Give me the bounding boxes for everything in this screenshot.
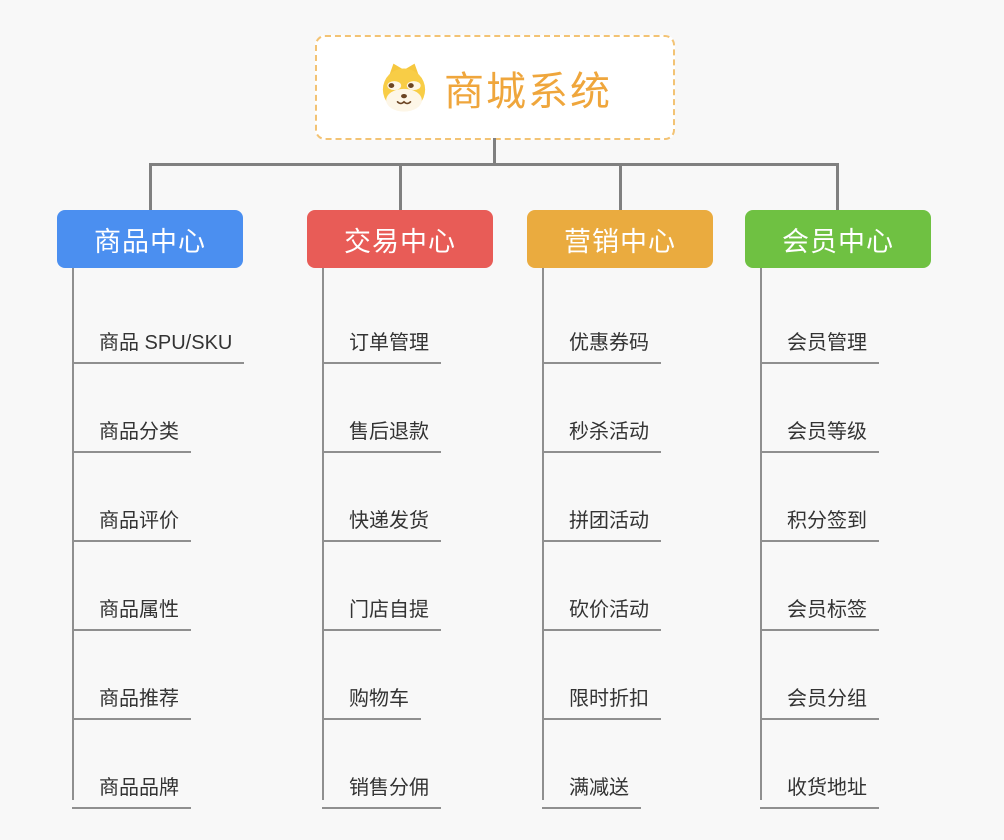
root-node-mall-system[interactable]: 商城系统 <box>315 35 675 140</box>
leaf-node[interactable]: 购物车 <box>322 669 421 720</box>
leaf-node[interactable]: 积分签到 <box>760 491 879 542</box>
leaf-node[interactable]: 限时折扣 <box>542 669 661 720</box>
connector-column-trunk <box>760 268 762 800</box>
leaf-node[interactable]: 收货地址 <box>760 758 879 809</box>
connector-column-trunk <box>322 268 324 800</box>
leaf-node[interactable]: 订单管理 <box>322 313 441 364</box>
connector-column-trunk <box>542 268 544 800</box>
leaf-node[interactable]: 商品 SPU/SKU <box>72 313 245 364</box>
shiba-dog-icon <box>382 63 426 112</box>
connector-column-trunk <box>72 268 74 800</box>
connector-drop-members <box>836 163 839 211</box>
leaf-node[interactable]: 优惠券码 <box>542 313 661 364</box>
leaf-node[interactable]: 会员管理 <box>760 313 879 364</box>
branch-node-marketing-center[interactable]: 营销中心 <box>527 210 713 268</box>
leaf-node[interactable]: 满减送 <box>542 758 641 809</box>
branch-column-trade-center: 订单管理 售后退款 快递发货 门店自提 购物车 销售分佣 <box>322 268 552 809</box>
leaf-node[interactable]: 商品属性 <box>72 580 191 631</box>
leaf-node[interactable]: 商品评价 <box>72 491 191 542</box>
leaf-node[interactable]: 会员等级 <box>760 402 879 453</box>
connector-horizontal-bus <box>149 163 839 166</box>
root-node-title: 商城系统 <box>444 69 612 114</box>
leaf-node[interactable]: 销售分佣 <box>322 758 441 809</box>
leaf-node[interactable]: 门店自提 <box>322 580 441 631</box>
leaf-node[interactable]: 会员标签 <box>760 580 879 631</box>
leaf-node[interactable]: 商品分类 <box>72 402 191 453</box>
connector-root-trunk <box>493 138 496 164</box>
leaf-node[interactable]: 砍价活动 <box>542 580 661 631</box>
leaf-node[interactable]: 会员分组 <box>760 669 879 720</box>
branch-node-member-center[interactable]: 会员中心 <box>745 210 931 268</box>
connector-drop-trade <box>399 163 402 211</box>
leaf-node[interactable]: 拼团活动 <box>542 491 661 542</box>
branch-column-marketing-center: 优惠券码 秒杀活动 拼团活动 砍价活动 限时折扣 满减送 <box>542 268 772 809</box>
leaf-node[interactable]: 秒杀活动 <box>542 402 661 453</box>
branch-node-product-center[interactable]: 商品中心 <box>57 210 243 268</box>
branch-node-trade-center[interactable]: 交易中心 <box>307 210 493 268</box>
leaf-node[interactable]: 快递发货 <box>322 491 441 542</box>
leaf-node[interactable]: 售后退款 <box>322 402 441 453</box>
leaf-node[interactable]: 商品推荐 <box>72 669 191 720</box>
connector-drop-products <box>149 163 152 211</box>
connector-drop-marketing <box>619 163 622 211</box>
leaf-node[interactable]: 商品品牌 <box>72 758 191 809</box>
branch-column-product-center: 商品 SPU/SKU 商品分类 商品评价 商品属性 商品推荐 商品品牌 <box>72 268 302 809</box>
branch-column-member-center: 会员管理 会员等级 积分签到 会员标签 会员分组 收货地址 <box>760 268 990 809</box>
